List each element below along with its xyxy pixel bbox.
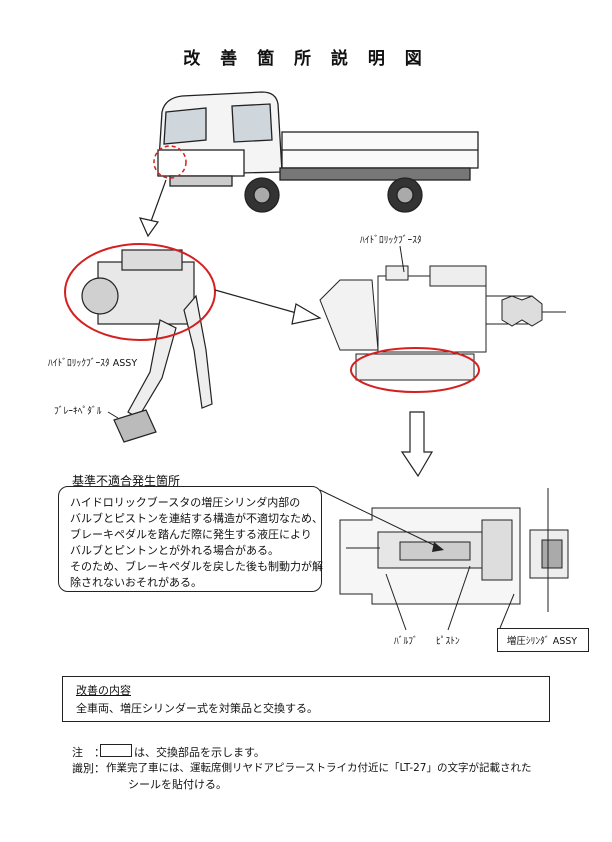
- callout-line: そのため、ブレーキペダルを戻した後も制動力が解: [70, 560, 323, 573]
- callout-heading: 基準不適合発生箇所: [72, 474, 181, 488]
- truck-illustration: [153, 91, 479, 213]
- callout-box: [58, 486, 322, 592]
- callout-line: バルブとピストンを連結する構造が不適切なため、: [70, 512, 323, 525]
- note-prefix: 注 ：: [72, 746, 105, 759]
- cylinder-assy-box: [497, 628, 589, 652]
- label-booster-top: ﾊｲﾄﾞﾛﾘｯｸﾌﾞｰｽﾀ: [360, 235, 422, 246]
- callout-line: 除されないおそれがある。: [70, 576, 202, 589]
- improvement-body: 全車両、増圧シリンダー式を対策品と交換する。: [76, 702, 318, 715]
- replacement-part-legend-box: [100, 744, 132, 757]
- label-cylinder-assy: 増圧ｼﾘﾝﾀﾞ ASSY: [506, 636, 578, 647]
- ident-prefix: 識別：: [72, 762, 105, 775]
- cylinder-section-drawing: [339, 488, 569, 612]
- page-title: 改 善 箇 所 説 明 図: [183, 49, 429, 69]
- label-brake-pedal: ﾌﾞﾚｰｷﾍﾟﾀﾞﾙ: [54, 406, 102, 417]
- ident-line-2: シールを貼付ける。: [128, 778, 227, 791]
- improvement-heading: 改善の内容: [76, 684, 131, 697]
- note-text: は、交換部品を示します。: [134, 746, 265, 759]
- label-valve: ﾊﾞﾙﾌﾞ: [394, 636, 418, 647]
- label-piston: ﾋﾟｽﾄﾝ: [436, 636, 460, 647]
- booster-detail-drawing: [319, 245, 566, 393]
- callout-line: ハイドロリックブースタの増圧シリンダ内部の: [70, 496, 301, 509]
- booster-pedal-illustration: [64, 243, 216, 443]
- ident-line-1: 作業完了車には、運転席側リヤドアピラーストライカ付近に「LT-27」の文字が記載…: [106, 762, 532, 774]
- label-booster-assy: ﾊｲﾄﾞﾛﾘｯｸﾌﾞｰｽﾀ ASSY: [48, 358, 138, 369]
- callout-line: バルブとピントンとが外れる場合がある。: [70, 544, 279, 557]
- callout-line: ブレーキペダルを踏んだ際に発生する液圧により: [70, 528, 312, 541]
- improvement-box: [62, 676, 550, 722]
